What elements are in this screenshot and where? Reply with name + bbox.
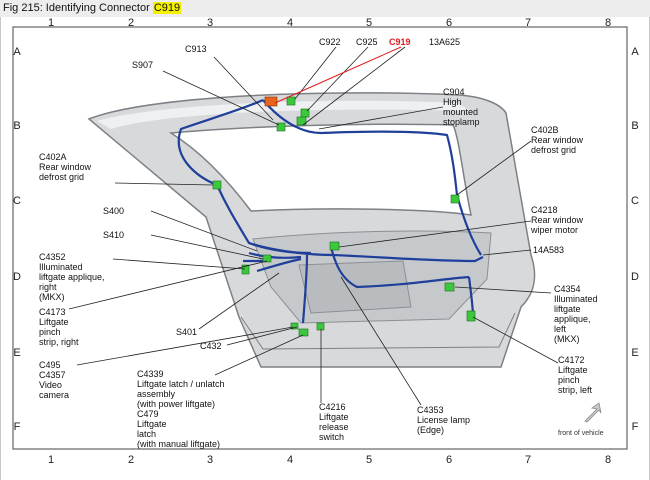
label-c925: C925 — [356, 37, 378, 47]
label-c4218: C4218 Rear window wiper motor — [530, 205, 586, 235]
connector-c4339 — [298, 328, 309, 337]
label-c4216: C4216 Liftgate release switch — [319, 402, 351, 442]
leader-c919 — [274, 46, 402, 104]
row-label: C — [13, 195, 21, 207]
connector-c4352 — [241, 264, 250, 275]
grid-columns-bottom: 1 2 3 4 5 6 7 8 — [48, 454, 611, 466]
label-c4353: C4353 License lamp (Edge) — [417, 405, 473, 435]
col-label: 5 — [366, 454, 372, 466]
grid-rows-right: A B C D E F — [631, 46, 639, 433]
row-label: E — [631, 347, 638, 359]
label-c402a: C402A Rear window defrost grid — [39, 152, 94, 182]
connector-c402a — [212, 180, 222, 190]
label-13a625: 13A625 — [429, 37, 460, 47]
label-s410: S410 — [103, 230, 124, 240]
connector-c4354 — [444, 282, 455, 292]
diagram-frame: 1 2 3 4 5 6 7 8 1 2 3 4 5 6 7 8 A B C D … — [0, 17, 650, 480]
col-label: 5 — [366, 17, 372, 29]
row-label: B — [13, 120, 20, 132]
label-c922: C922 — [319, 37, 341, 47]
label-c432: C432 — [200, 341, 222, 351]
label-c4352: C4352 Illuminated liftgate applique, rig… — [39, 252, 107, 302]
col-label: 2 — [128, 454, 134, 466]
connector-c402b — [450, 194, 460, 204]
label-c913: C913 — [185, 44, 207, 54]
col-label: 3 — [207, 454, 213, 466]
liftgate-highlight — [97, 100, 471, 129]
label-c4173: C4173 Liftgate pinch strip, right — [39, 307, 79, 347]
connector-c919 — [264, 96, 278, 107]
col-label: 8 — [605, 454, 611, 466]
label-s400: S400 — [103, 206, 124, 216]
caption-prefix: Fig 215: Identifying Connector — [3, 2, 153, 14]
label-s907: S907 — [132, 60, 153, 70]
callout-labels: C922 C925 13A625 C913 S907 C904 High mou… — [39, 37, 600, 449]
row-label: B — [631, 120, 638, 132]
row-label: D — [631, 271, 639, 283]
col-label: 2 — [128, 17, 134, 29]
connector-s907 — [276, 122, 286, 132]
col-label: 7 — [525, 17, 531, 29]
row-label: A — [13, 46, 21, 58]
label-c4354: C4354 Illuminated liftgate applique, lef… — [554, 284, 600, 344]
front-arrow-icon — [584, 402, 602, 423]
label-c4339: C4339 Liftgate latch / unlatch assembly … — [137, 369, 227, 449]
connectors — [212, 96, 476, 337]
leader-lines — [68, 46, 559, 406]
connector-c4218 — [329, 241, 340, 251]
col-label: 1 — [48, 17, 54, 29]
col-label: 4 — [287, 17, 293, 29]
front-of-vehicle-indicator: front of vehicle — [558, 402, 604, 437]
connector-c4173 — [262, 254, 272, 263]
label-s401: S401 — [176, 327, 197, 337]
caption-highlight: C919 — [152, 2, 182, 14]
col-label: 3 — [207, 17, 213, 29]
window-opening — [168, 123, 472, 216]
col-label: 7 — [525, 454, 531, 466]
liftgate-wiring-diagram: 1 2 3 4 5 6 7 8 1 2 3 4 5 6 7 8 A B C D … — [12, 17, 639, 466]
row-label: A — [631, 46, 639, 58]
row-label: E — [13, 347, 20, 359]
connector-c904 — [296, 116, 307, 126]
label-c402b: C402B Rear window defrost grid — [531, 125, 586, 155]
col-label: 6 — [446, 17, 452, 29]
col-label: 4 — [287, 454, 293, 466]
row-label: F — [14, 421, 21, 433]
connector-c922 — [286, 96, 296, 106]
row-label: C — [631, 195, 639, 207]
grid-columns-top: 1 2 3 4 5 6 7 8 — [48, 17, 611, 29]
connector-c4172 — [466, 310, 476, 322]
row-label: D — [13, 271, 21, 283]
row-label: F — [632, 421, 639, 433]
label-14a583: 14A583 — [533, 245, 564, 255]
grid-border — [12, 26, 628, 450]
label-c4172: C4172 Liftgate pinch strip, left — [558, 355, 593, 395]
col-label: 1 — [48, 454, 54, 466]
connector-c4216 — [316, 322, 325, 331]
label-c919: C919 — [389, 37, 411, 47]
grid-rows-left: A B C D E F — [13, 46, 21, 433]
col-label: 8 — [605, 17, 611, 29]
col-label: 6 — [446, 454, 452, 466]
lower-edge — [240, 312, 516, 350]
front-of-vehicle-label: front of vehicle — [558, 430, 604, 437]
figure-caption: Fig 215: Identifying Connector C919 — [0, 0, 650, 17]
label-c495: C495 C4357 Video camera — [39, 360, 69, 400]
connector-c495 — [290, 322, 299, 330]
label-c904: C904 High mounted stoplamp — [443, 87, 481, 127]
